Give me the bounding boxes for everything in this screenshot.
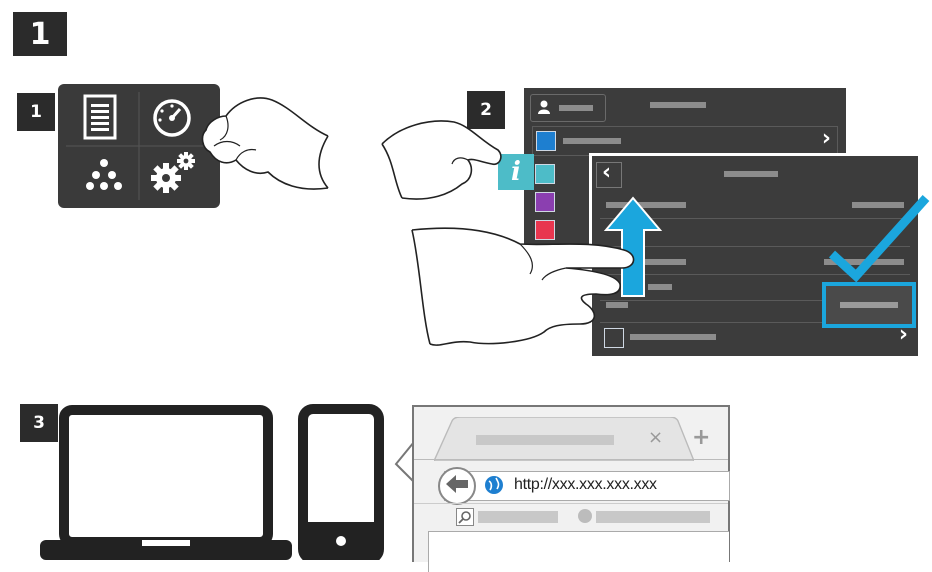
bookmark-placeholder[interactable] <box>596 511 710 523</box>
pointing-hand-illustration <box>196 96 332 201</box>
step-number-badge: 1 <box>13 12 67 56</box>
back-button[interactable] <box>438 467 476 505</box>
search-field-placeholder[interactable] <box>478 511 558 523</box>
globe-icon <box>484 475 504 495</box>
bookmark-dot <box>578 509 592 523</box>
document-list-icon[interactable] <box>80 94 120 145</box>
swiping-hand-illustration <box>410 224 640 353</box>
person-icon <box>537 100 551 114</box>
download-icon <box>535 192 555 212</box>
checkmark-icon <box>826 192 932 297</box>
browser-window: × + http://xxx.xxx.xxx.xxx <box>412 405 730 562</box>
back-arrow-icon <box>440 469 474 503</box>
forward-chevron-icon: › <box>822 126 831 151</box>
laptop-icon <box>38 404 294 565</box>
phone-icon <box>298 404 384 565</box>
globe-icon <box>536 131 556 151</box>
back-button[interactable]: ‹ <box>596 162 622 188</box>
url-text: http://xxx.xxx.xxx.xxx <box>514 476 657 494</box>
tab-close-button[interactable]: × <box>648 427 663 448</box>
menu-row-network[interactable]: › <box>532 126 838 156</box>
gauge-icon[interactable] <box>150 96 194 145</box>
tab-title-placeholder <box>476 435 614 445</box>
page-content-area <box>428 531 729 572</box>
panel-1-badge: 1 <box>17 93 55 131</box>
tapping-hand-illustration <box>380 118 506 207</box>
network-dots-icon[interactable] <box>84 156 124 197</box>
back-chevron-icon: ‹ <box>602 160 611 185</box>
new-tab-button[interactable]: + <box>692 425 710 450</box>
search-icon[interactable] <box>456 508 474 526</box>
user-login-button[interactable] <box>530 94 606 122</box>
gears-icon[interactable] <box>148 150 200 199</box>
info-icon <box>535 164 555 184</box>
